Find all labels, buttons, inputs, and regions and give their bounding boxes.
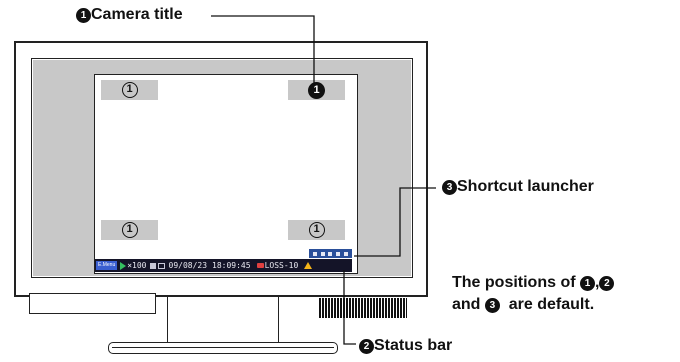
speaker-grille (319, 298, 407, 318)
note-text: The positions of (452, 274, 580, 291)
camera-title-top-left: 1 (101, 80, 158, 100)
note-comma: , (595, 274, 600, 291)
monitor-stand-foot (108, 342, 338, 354)
camera-title-marker: 1 (308, 222, 325, 238)
note-number-1: 1 (580, 276, 595, 291)
shortcut-button[interactable] (336, 251, 341, 256)
note-line-1: The positions of 1,2 (452, 272, 615, 294)
camera-view (94, 74, 358, 274)
playback-speed: ×100 (127, 261, 147, 270)
default-positions-note: The positions of 1,2 and 3 are default. (452, 272, 615, 316)
loss-icon (256, 263, 264, 268)
loss-indicator: LOSS-10 (264, 261, 299, 270)
play-icon (120, 261, 127, 270)
status-bar: E.Menu ×100 09/08/23 18:09:45 LOSS-10 (95, 259, 352, 272)
list-icon (157, 262, 165, 269)
note-text-3: are default. (499, 296, 595, 313)
camera-title-bottom-right: 1 (288, 220, 345, 240)
status-bar-callout-text: Status bar (374, 337, 453, 354)
status-time: 18:09:45 (212, 261, 251, 270)
note-number-3: 3 (484, 298, 500, 313)
camera-title-leader (211, 15, 315, 85)
camera-title-marker-highlighted: 1 (308, 81, 325, 99)
shortcut-button[interactable] (320, 251, 325, 256)
monitor-stand-neck (167, 297, 279, 342)
monitor-stand-foot-edge (112, 347, 334, 348)
callout-number-1: 1 (76, 8, 91, 23)
note-text-2: and (452, 296, 485, 313)
status-date: 09/08/23 (168, 261, 208, 270)
camera-title-marker: 1 (121, 82, 138, 98)
camera-title-top-right: 1 (288, 80, 345, 100)
note-number-2: 2 (599, 276, 615, 291)
camera-title-callout-text: Camera title (91, 6, 183, 23)
menu-button[interactable]: E.Menu (96, 261, 118, 270)
shortcut-launcher-callout-text: Shortcut launcher (457, 178, 594, 195)
screen-border (31, 58, 413, 278)
warning-icon (304, 262, 313, 269)
shortcut-button[interactable] (344, 251, 349, 256)
note-line-2: and 3 are default. (452, 294, 614, 316)
monitor-front-panel (29, 293, 156, 314)
shortcut-button[interactable] (312, 251, 317, 256)
camera-title-bottom-left: 1 (101, 220, 158, 240)
callout-number-2: 2 (359, 339, 374, 354)
shortcut-button[interactable] (328, 251, 333, 256)
camera-title-marker: 1 (121, 222, 138, 238)
camera-icon (149, 262, 156, 269)
callout-number-3: 3 (442, 180, 457, 195)
shortcut-launcher-leader (354, 187, 436, 257)
status-bar-leader (343, 270, 356, 345)
shortcut-launcher[interactable] (309, 249, 352, 258)
